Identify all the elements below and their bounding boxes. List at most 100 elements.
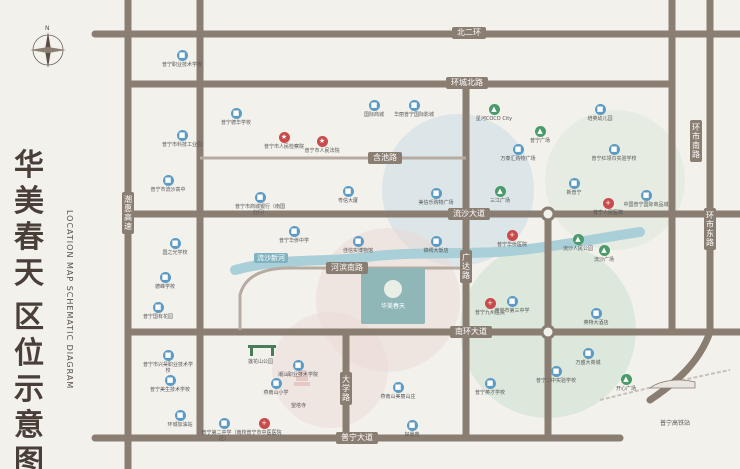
poi-35: ■万盛大商城	[562, 348, 614, 366]
road-label-he-bin-nan: 河滨南路	[326, 262, 368, 274]
poi-9: ■普宁德华学校	[210, 108, 262, 126]
poi-label: 普宁广场	[529, 138, 550, 144]
project-badge: 华美春天	[380, 303, 405, 310]
poi-label: 普宁市第三中学	[494, 308, 530, 314]
poi-label: 燕南山小学	[263, 390, 289, 396]
poi-6: ■普宁市兴昊职业技术学校	[142, 350, 194, 374]
building-icon: ■	[162, 175, 174, 186]
building-icon: ■	[582, 348, 594, 359]
building-icon: ■	[640, 190, 652, 201]
hospital-icon: +	[506, 230, 518, 241]
park-icon: ▲	[488, 104, 500, 115]
poi-18: ■佳信实博物馆	[332, 236, 384, 254]
high-speed-train-icon	[648, 379, 696, 389]
building-icon: ■	[164, 375, 176, 386]
poi-label: 普宁市人民检察院	[263, 144, 304, 150]
poi-label: 开心广场	[615, 386, 636, 392]
building-icon: ■	[254, 192, 266, 203]
poi-43: +普宁市中医医院	[238, 418, 290, 436]
poi-33: ▲流沙广场	[578, 245, 630, 263]
poi-32: ▲流沙人民公园	[552, 234, 604, 252]
poi-17: ■普宁华侨中学	[268, 226, 320, 244]
building-icon: ■	[292, 360, 304, 371]
roundabout-ne	[540, 206, 556, 222]
building-icon: ■	[408, 100, 420, 111]
building-icon: ■	[288, 226, 300, 237]
poi-label: 普宁华侨医院	[496, 242, 527, 248]
poi-37: ■普宁二中实验学校	[530, 366, 582, 384]
building-icon: ■	[392, 382, 404, 393]
zone-circle-north	[382, 114, 534, 266]
poi-41: ■燕南山美丽山庄	[372, 382, 424, 400]
poi-label: 燕南山美丽山庄	[380, 394, 416, 400]
building-icon: ■	[430, 236, 442, 247]
poi-36: ▲开心广场	[600, 374, 652, 392]
government-icon: ★	[316, 136, 328, 147]
poi-40: ■燕南山小学	[250, 378, 302, 396]
building-icon: ■	[512, 144, 524, 155]
building-icon: ■	[270, 378, 282, 389]
poi-label: 粤信大厦	[337, 198, 358, 204]
poi-5: ■普宁国有花园	[132, 302, 184, 320]
building-icon: ■	[176, 50, 188, 61]
svg-text:N: N	[45, 25, 50, 32]
poi-28: ■普宁红领巾实验学校	[588, 144, 640, 162]
poi-label: 三江广场	[489, 198, 510, 204]
road-label-huan-shi-dong: 环市东路	[704, 208, 716, 250]
poi-42: ■普宁第二中学（南校区）	[198, 418, 250, 442]
poi-12: ■国际商城	[348, 100, 400, 118]
poi-label: 普宁华侨中学	[278, 238, 309, 244]
road-southeast-curve	[646, 328, 714, 404]
hospital-icon: +	[484, 298, 496, 309]
building-icon: ■	[174, 410, 186, 421]
poi-label: 星河COCO City	[475, 116, 513, 122]
poi-label: 国之光学校	[162, 250, 188, 256]
road-label-huan-cheng-bei: 环城北路	[446, 77, 488, 89]
roundabout-se	[540, 324, 556, 340]
building-icon: ■	[162, 350, 174, 361]
poi-label: 美信乐购物广场	[418, 200, 454, 206]
building-icon: ■	[594, 104, 606, 115]
building-icon: ■	[550, 366, 562, 377]
road-label-huan-shi-nan: 环市南路	[690, 120, 702, 162]
government-icon: ★	[278, 132, 290, 143]
poi-31: ■新普宁	[548, 178, 600, 196]
poi-38: ■普宁英才学校	[464, 378, 516, 396]
road-label-guang-da: 广达路	[460, 250, 472, 283]
road-label-liu-sha: 流沙大道	[448, 208, 490, 220]
park-icon: ▲	[598, 245, 610, 256]
poi-label: 普宁市流沙高中	[150, 187, 186, 193]
poi-44: ■好景苑	[386, 420, 438, 438]
hospital-icon: +	[602, 198, 614, 209]
poi-label: 普宁人民医院	[592, 210, 623, 216]
building-icon: ■	[218, 418, 230, 429]
road-label-bei-er-huan: 北二环	[452, 27, 486, 39]
building-icon: ■	[152, 302, 164, 313]
poi-26: +普宁九州医院	[464, 298, 516, 316]
hospital-icon: +	[258, 418, 270, 429]
road-label-han-chi: 含池路	[368, 152, 402, 164]
poi-label: 流沙人民公园	[562, 246, 593, 252]
poi-16: ■美信乐购物广场	[410, 188, 462, 206]
zone-circle-south	[272, 312, 388, 428]
road-label-nan-huan: 南环大道	[450, 326, 492, 338]
park-icon: ▲	[572, 234, 584, 245]
poi-label: 普宁二中实验学校	[535, 378, 576, 384]
poi-label: 普宁市人民法院	[304, 148, 340, 154]
title-line-2: 区位示意图	[14, 300, 44, 469]
poi-24: +普宁华侨医院	[486, 230, 538, 248]
building-icon: ■	[230, 108, 242, 119]
building-icon: ■	[406, 420, 418, 431]
poi-label: 普宁美生技术学校	[149, 387, 190, 393]
poi-14: ■普宁市商城银行（南国分行）	[234, 192, 286, 216]
poi-label: 普宁英才学校	[474, 390, 505, 396]
river-label: 流沙新河	[254, 253, 288, 263]
poi-label: 普宁红领巾实验学校	[591, 156, 637, 162]
road-label-chao-hui: 潮惠高速	[122, 192, 134, 234]
project-site: 华美春天	[361, 268, 425, 324]
poi-7: ■普宁美生技术学校	[144, 375, 196, 393]
building-icon: ■	[568, 178, 580, 189]
poi-label: 锦绣大饭店	[423, 248, 449, 254]
